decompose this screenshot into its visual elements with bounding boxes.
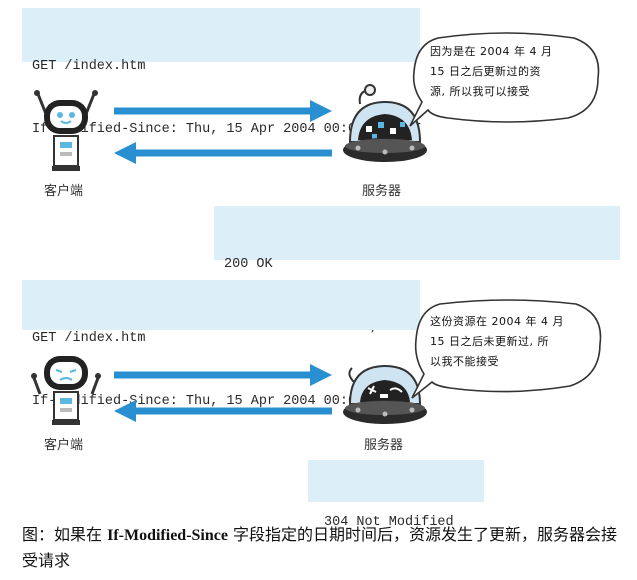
client-label: 客户端 — [44, 438, 84, 453]
request-header-box-1: GET /index.htm If-Modified-Since: Thu, 1… — [22, 8, 421, 137]
caption-suffix: 字段指定的日期时间后，资源发生了更新，服务器会接受请求 — [22, 525, 618, 570]
bubble-line: 15 日之后未更新过, 所 — [430, 335, 549, 348]
client-robot-icon — [31, 356, 101, 425]
response-arrow — [114, 142, 332, 164]
client-label: 客户端 — [44, 184, 84, 199]
bubble-line: 源, 所以我可以接受 — [430, 85, 530, 98]
status-line: 200 OK — [224, 257, 273, 272]
bubble-line: 以我不能接受 — [430, 355, 499, 368]
request-line: GET /index.htm — [32, 59, 146, 74]
request-arrow — [114, 100, 332, 122]
caption-header-name: If-Modified-Since — [107, 527, 228, 544]
response-header-box-1: 200 OK Last-Modified: Sun, 29 Aug 2004 1… — [214, 206, 620, 335]
response-header-box-2: 304 Not Modified — [308, 460, 484, 530]
bubble-line: 这份资源在 2004 年 4 月 — [430, 315, 564, 328]
request-header-box-2: GET /index.htm If-Modified-Since: Thu, 1… — [22, 280, 421, 409]
bubble-line: 因为是在 2004 年 4 月 — [430, 45, 553, 58]
server-robot-icon — [343, 84, 427, 162]
bubble-line: 15 日之后更新过的资 — [430, 65, 541, 78]
request-arrow — [114, 364, 332, 386]
status-line: 304 Not Modified — [324, 515, 454, 530]
bubble-text: 因为是在 2004 年 4 月 15 日之后更新过的资 源, 所以我可以接受 — [430, 42, 590, 102]
client-robot-icon — [34, 90, 98, 171]
speech-bubble — [411, 299, 602, 399]
figure-caption: 图：如果在 If-Modified-Since 字段指定的日期时间后，资源发生了… — [22, 522, 622, 573]
server-robot-icon — [343, 364, 427, 424]
server-label: 服务器 — [364, 438, 404, 453]
request-line: GET /index.htm — [32, 331, 146, 346]
speech-bubble — [409, 32, 600, 127]
caption-prefix: 图：如果在 — [22, 525, 108, 544]
server-label: 服务器 — [362, 184, 402, 199]
bubble-text: 这份资源在 2004 年 4 月 15 日之后未更新过, 所 以我不能接受 — [430, 312, 590, 372]
response-arrow — [114, 400, 332, 422]
